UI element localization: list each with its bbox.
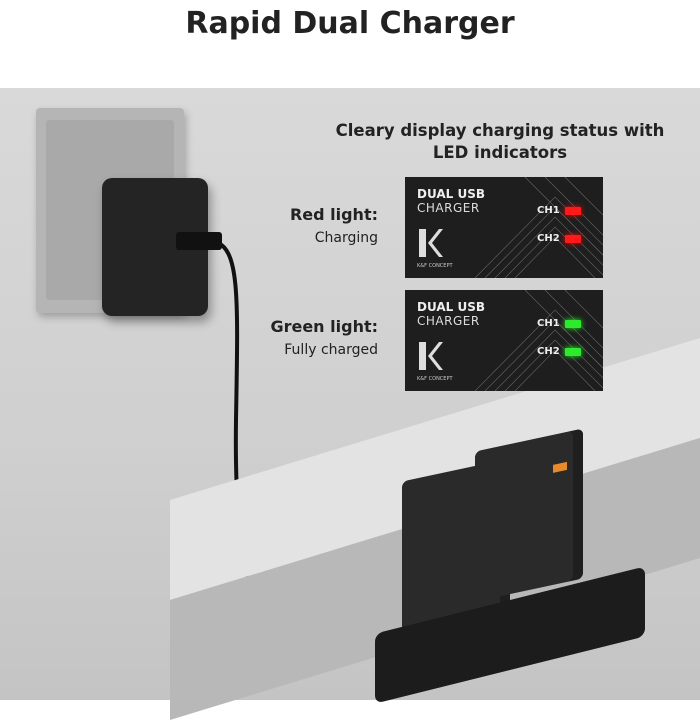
- charger-panel-charging: DUAL USB CHARGER K&F CONCEPT CH1 CH2: [405, 177, 603, 278]
- usb-plug: [176, 232, 222, 250]
- page-title: Rapid Dual Charger: [185, 6, 515, 41]
- kf-logo-icon: [419, 229, 443, 257]
- kf-logo-icon: [419, 342, 443, 370]
- red-light-label: Red light: Charging: [290, 205, 378, 246]
- brand-text: K&F CONCEPT: [417, 376, 453, 382]
- green-light-label: Green light: Fully charged: [270, 317, 378, 358]
- panel-subtitle: CHARGER: [417, 314, 480, 328]
- ch1-led: [565, 207, 581, 215]
- panel-title: DUAL USB: [417, 187, 485, 201]
- ch2-led: [565, 348, 581, 356]
- ch2-label: CH2: [537, 346, 560, 357]
- ch1-label: CH1: [537, 205, 560, 216]
- state-desc: Fully charged: [284, 342, 378, 358]
- ch2-label: CH2: [537, 233, 560, 244]
- headline: Cleary display charging status with LED …: [330, 120, 670, 164]
- panel-subtitle: CHARGER: [417, 201, 480, 215]
- charger-panel-charged: DUAL USB CHARGER K&F CONCEPT CH1 CH2: [405, 290, 603, 391]
- ch1-led: [565, 320, 581, 328]
- battery-2: [475, 428, 583, 602]
- state-desc: Charging: [314, 230, 378, 246]
- state-label: Green light:: [270, 317, 378, 336]
- panel-title: DUAL USB: [417, 300, 485, 314]
- ch2-led: [565, 235, 581, 243]
- ch1-label: CH1: [537, 318, 560, 329]
- brand-text: K&F CONCEPT: [417, 263, 453, 269]
- headline-line-2: LED indicators: [432, 143, 568, 162]
- headline-line-1: Cleary display charging status with: [335, 121, 665, 140]
- state-label: Red light:: [289, 205, 378, 224]
